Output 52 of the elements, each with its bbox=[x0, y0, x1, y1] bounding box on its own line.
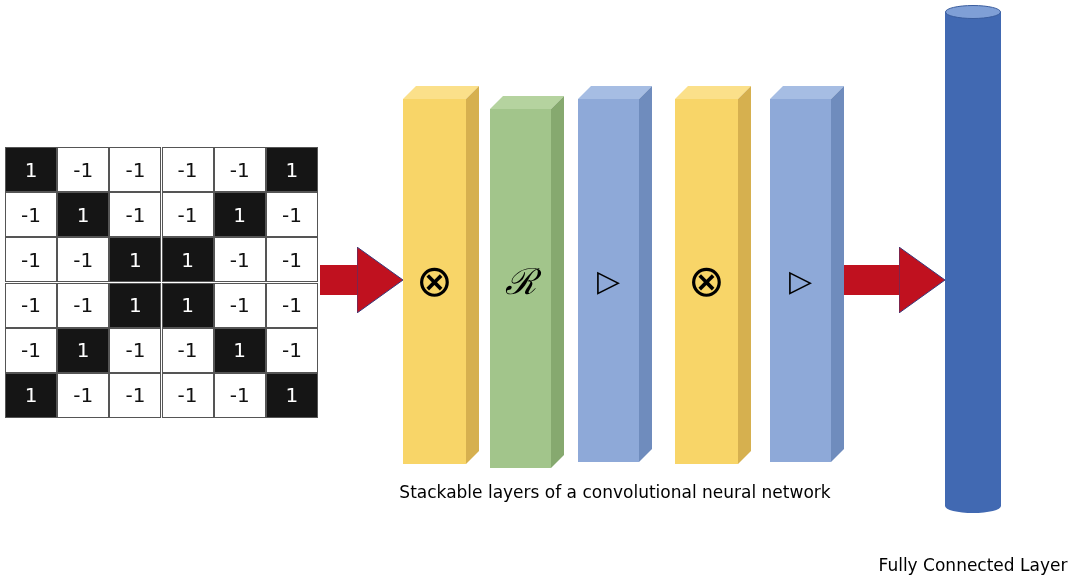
matrix-cell: -1 bbox=[265, 192, 318, 238]
matrix-cell: -1 bbox=[109, 147, 162, 193]
fully-connected-cylinder bbox=[945, 5, 1001, 513]
matrix-cell: 1 bbox=[109, 282, 162, 328]
block-arrow bbox=[320, 246, 404, 314]
matrix-cell: -1 bbox=[213, 282, 266, 328]
matrix-cell: -1 bbox=[265, 327, 318, 373]
matrix-cell: -1 bbox=[5, 282, 58, 328]
layer-symbol: ▷ bbox=[595, 261, 622, 300]
pooling-layer bbox=[578, 86, 652, 462]
matrix-cell: 1 bbox=[265, 372, 318, 418]
matrix-cell: -1 bbox=[265, 237, 318, 283]
layer-symbol: ℛ bbox=[490, 250, 551, 310]
matrix-cell: -1 bbox=[57, 237, 110, 283]
caption-text: Stackable layers of a convolutional neural network bbox=[398, 482, 832, 502]
matrix-cell: -1 bbox=[213, 147, 266, 193]
matrix-cell: 1 bbox=[161, 237, 214, 283]
matrix-cell: 1 bbox=[265, 147, 318, 193]
matrix-cell: -1 bbox=[109, 372, 162, 418]
matrix-cell: 1 bbox=[213, 327, 266, 373]
layer-symbol: ⊗ bbox=[415, 253, 454, 308]
matrix-cell: -1 bbox=[109, 327, 162, 373]
matrix-cell: -1 bbox=[57, 372, 110, 418]
matrix-cell: -1 bbox=[161, 327, 214, 373]
matrix-cell: -1 bbox=[5, 237, 58, 283]
block-arrow bbox=[844, 246, 946, 314]
matrix-cell: -1 bbox=[161, 372, 214, 418]
matrix-cell: -1 bbox=[213, 372, 266, 418]
matrix-cell: 1 bbox=[109, 237, 162, 283]
relu-layer bbox=[490, 96, 564, 468]
layer-symbol: ▷ bbox=[787, 261, 814, 300]
matrix-cell: -1 bbox=[265, 282, 318, 328]
matrix-cell: -1 bbox=[109, 192, 162, 238]
matrix-cell: -1 bbox=[213, 237, 266, 283]
matrix-cell: -1 bbox=[5, 327, 58, 373]
convolution-layer bbox=[675, 86, 751, 464]
pixel-grid bbox=[5, 147, 318, 418]
matrix-cell: 1 bbox=[57, 192, 110, 238]
matrix-cell: 1 bbox=[5, 372, 58, 418]
layer-caption: Fully Connected Layer bbox=[877, 555, 1069, 575]
matrix-cell: -1 bbox=[57, 147, 110, 193]
matrix-cell: 1 bbox=[57, 327, 110, 373]
matrix-cell: 1 bbox=[213, 192, 266, 238]
matrix-cell: -1 bbox=[161, 147, 214, 193]
matrix-cell: -1 bbox=[161, 192, 214, 238]
matrix-cell: -1 bbox=[57, 282, 110, 328]
layer-symbol: ⊗ bbox=[687, 253, 726, 308]
pooling-layer bbox=[770, 86, 844, 462]
convolution-layer bbox=[403, 86, 479, 464]
matrix-cell: 1 bbox=[5, 147, 58, 193]
matrix-cell: 1 bbox=[161, 282, 214, 328]
matrix-cell: -1 bbox=[5, 192, 58, 238]
